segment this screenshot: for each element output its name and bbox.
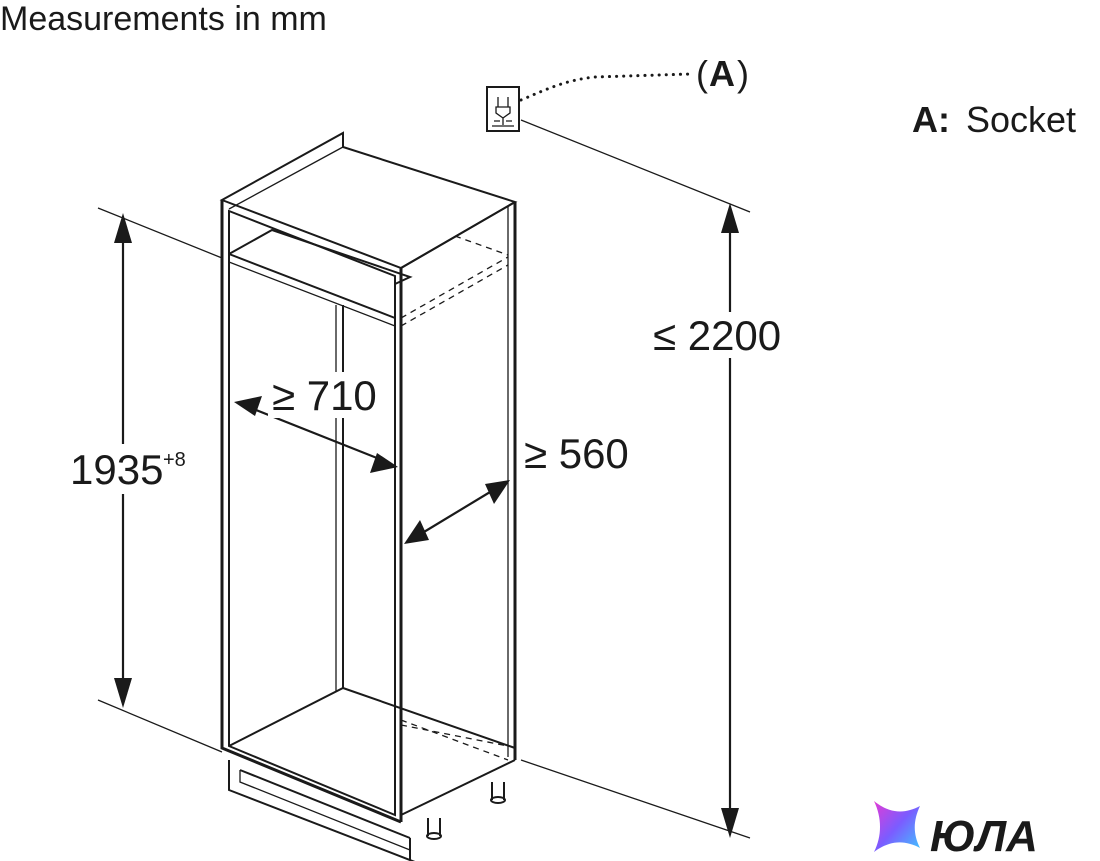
- callout-paren-open: (: [696, 53, 708, 94]
- cabinet-niche: [219, 131, 518, 861]
- brand-watermark: ЮЛА: [874, 801, 1038, 861]
- dimension-niche-depth: ≥ 710: [234, 372, 398, 473]
- dimension-niche-height: 1935 +8: [66, 207, 223, 753]
- niche-height-value: 1935: [70, 446, 163, 493]
- callout-paren-close: ): [737, 53, 749, 94]
- niche-width-text: ≥ 560: [524, 430, 629, 477]
- socket-callout-leader: [519, 72, 692, 102]
- brand-logo-icon: [874, 801, 920, 852]
- socket-legend-key: A:: [912, 99, 950, 140]
- socket-legend: A: Socket: [912, 99, 1076, 140]
- socket-callout-label: ( A ): [696, 53, 749, 94]
- niche-height-tolerance: +8: [163, 449, 186, 471]
- units-title: Measurements in mm: [0, 0, 327, 38]
- socket-icon: [486, 86, 520, 132]
- dimension-niche-width: ≥ 560: [404, 430, 629, 544]
- niche-depth-text: ≥ 710: [272, 372, 377, 419]
- callout-key: A: [709, 53, 735, 94]
- brand-wordmark: ЮЛА: [930, 812, 1038, 861]
- socket-max-height-text: ≤ 2200: [653, 312, 781, 359]
- socket-legend-text: Socket: [966, 99, 1076, 140]
- dimension-socket-max-height: ≤ 2200: [520, 119, 790, 839]
